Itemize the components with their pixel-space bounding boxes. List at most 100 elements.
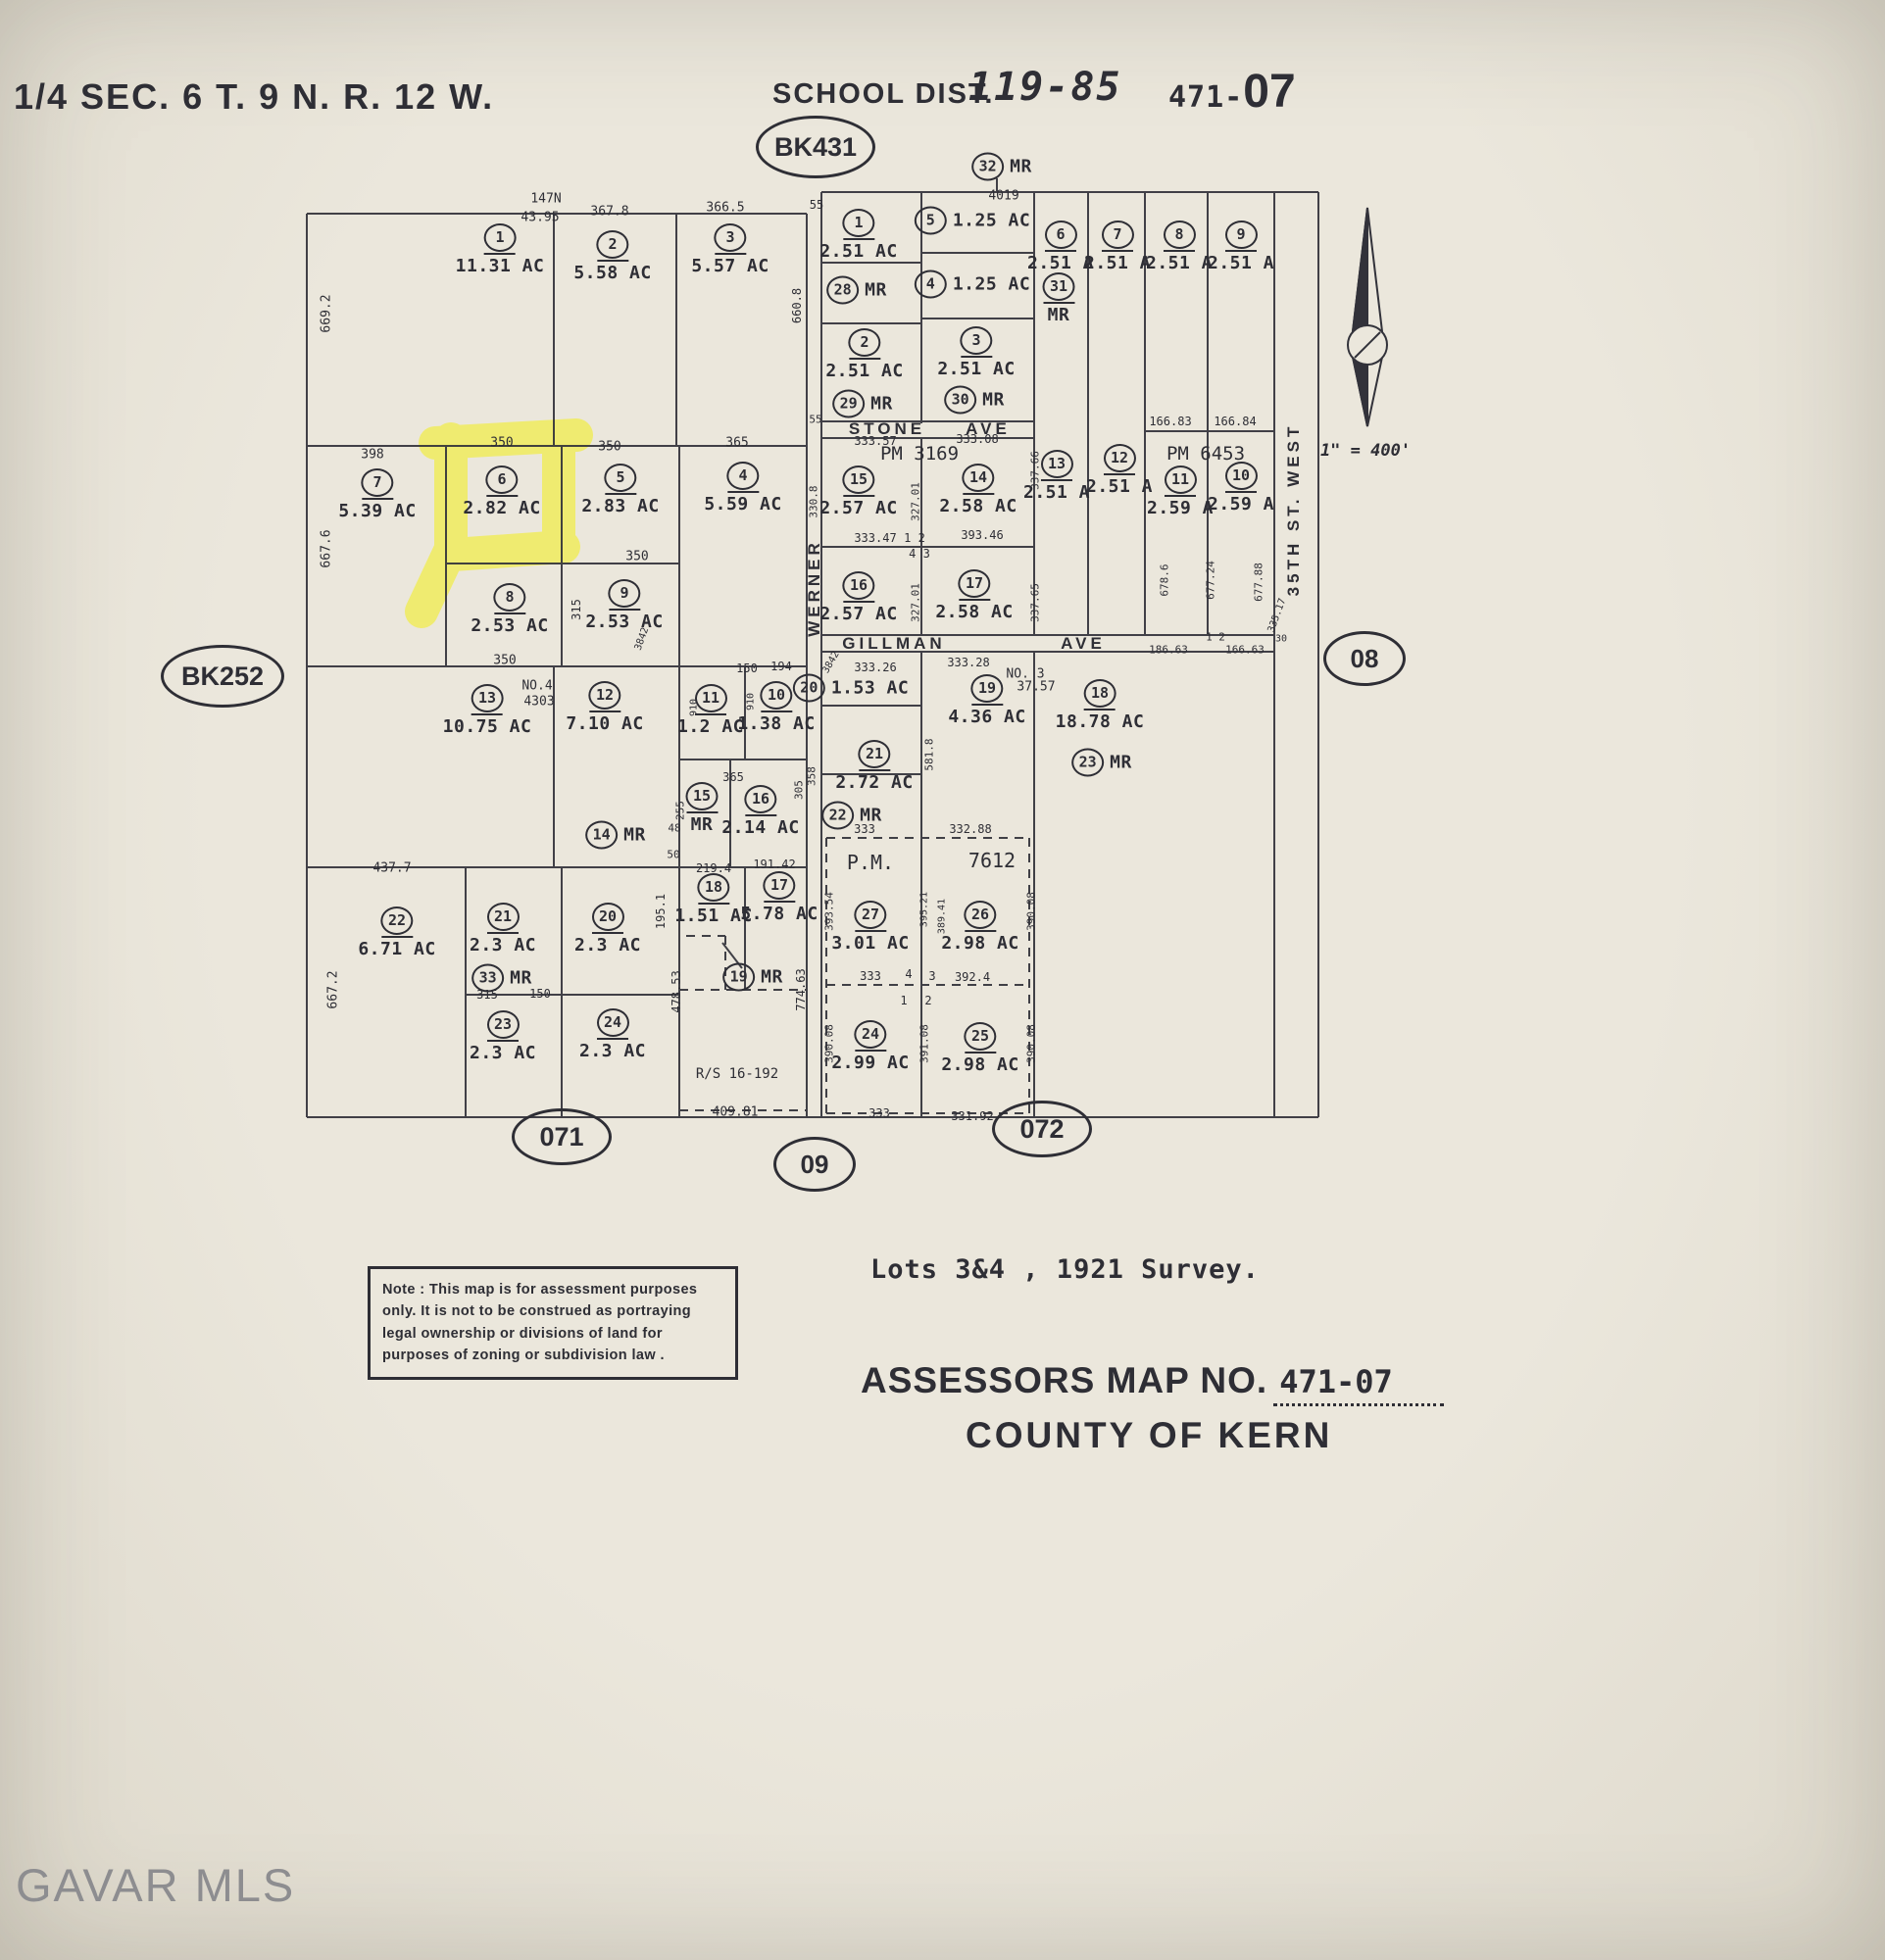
map-book-badge-072: 072 bbox=[992, 1101, 1092, 1157]
parcel-fraction-bar bbox=[1045, 250, 1076, 252]
parcel-fraction-bar bbox=[842, 601, 874, 603]
parcel-fraction-bar bbox=[1104, 473, 1135, 475]
parcel-area-label: 2.99 AC bbox=[831, 1053, 910, 1073]
parcel-area-label: 2.3 AC bbox=[469, 935, 537, 956]
parcel-fraction-bar bbox=[588, 710, 620, 712]
parcel-area-label: 2.59 A bbox=[1207, 494, 1275, 514]
assessors-map-number: 471-07 bbox=[1273, 1363, 1444, 1406]
parcel-number-circle: 5 bbox=[604, 464, 637, 492]
parcel-number-circle: 26 bbox=[964, 901, 997, 929]
dimension-label: 7612 bbox=[967, 849, 1017, 872]
dimension-label: 2 bbox=[924, 994, 932, 1007]
school-district-label: SCHOOL DIST. bbox=[772, 78, 995, 110]
parcel-number-circle: 28 bbox=[826, 275, 860, 305]
parcel-5: 5 2.83 AC bbox=[581, 464, 659, 516]
dimension-label: 55 bbox=[809, 413, 822, 426]
parcel-area-label: 5.78 AC bbox=[740, 904, 818, 924]
parcel-area-label: 2.83 AC bbox=[581, 496, 660, 516]
parcel-area-label: 2.3 AC bbox=[578, 1041, 647, 1061]
dimension-label: 333 bbox=[854, 822, 875, 836]
parcel-area-label: 2.3 AC bbox=[469, 1043, 537, 1063]
dimension-label: 350 bbox=[625, 549, 649, 564]
parcel-fraction-bar bbox=[1041, 479, 1072, 481]
map-book-badge-09: 09 bbox=[773, 1137, 856, 1192]
parcel-fraction-bar bbox=[964, 930, 996, 932]
dimension-label: 409.81 bbox=[712, 1104, 759, 1120]
parcel-area-label: 10.75 AC bbox=[442, 716, 532, 737]
watermark-gavar-mls: GAVAR MLS bbox=[16, 1859, 296, 1911]
parcel-number-circle: 27 bbox=[854, 901, 887, 929]
dimension-label: 43.95 bbox=[521, 210, 560, 225]
parcel-number-circle: 11 bbox=[694, 684, 727, 712]
parcel-fraction-bar bbox=[854, 1050, 886, 1052]
dimension-label: 581.8 bbox=[922, 738, 936, 771]
dimension-label: 398 bbox=[361, 447, 384, 463]
dimension-label: 366.5 bbox=[706, 200, 745, 216]
note-line: legal ownership or divisions of land for bbox=[382, 1325, 663, 1342]
dimension-label: 55 bbox=[809, 198, 824, 212]
parcel-number-circle: 23 bbox=[486, 1010, 520, 1039]
dimension-label: 333.26 bbox=[854, 661, 897, 674]
dimension-label: 350 bbox=[598, 439, 621, 455]
dimension-label: 669.2 bbox=[319, 294, 334, 333]
parcel-fraction-bar bbox=[763, 901, 795, 903]
parcel-number-circle: 29 bbox=[832, 389, 866, 418]
parcel-area-label: 2.51 A bbox=[1207, 253, 1275, 273]
parcel-fraction-bar bbox=[487, 1040, 519, 1042]
parcel-area-label: MR bbox=[690, 814, 714, 835]
dimension-label: 315 bbox=[570, 599, 583, 620]
parcel-area-label: 5.59 AC bbox=[704, 494, 782, 514]
parcel-number-circle: 21 bbox=[486, 903, 520, 931]
street-label-ave: AVE bbox=[1061, 634, 1106, 653]
parcel-area-label: 2.51 A bbox=[1083, 253, 1152, 273]
note-line: Note : This map is for assessment purpos… bbox=[382, 1282, 698, 1298]
dimension-label: 166.84 bbox=[1214, 415, 1257, 428]
dimension-label: 332.88 bbox=[949, 822, 992, 836]
dimension-label: 390.08 bbox=[1024, 1024, 1038, 1063]
parcel-area-label: 3.01 AC bbox=[831, 933, 910, 954]
parcel-area-label: 2.51 A bbox=[1022, 482, 1091, 503]
parcel-area-label: 2.59 A bbox=[1146, 498, 1215, 518]
dimension-label: 774.63 bbox=[794, 968, 808, 1011]
dimension-label: 358 bbox=[805, 766, 818, 786]
parcel-area-label: MR bbox=[982, 389, 1005, 411]
dimension-label: 678.6 bbox=[1158, 564, 1171, 597]
parcel-fraction-bar bbox=[1225, 491, 1257, 493]
dimension-label: 350 bbox=[493, 653, 517, 668]
parcel-number-circle: 4 bbox=[726, 462, 760, 490]
parcel-area-label: MR bbox=[510, 967, 532, 989]
parcel-fraction-bar bbox=[842, 238, 874, 240]
parcel-number-circle: 7 bbox=[361, 468, 394, 497]
dimension-label: 195.1 bbox=[654, 893, 668, 930]
parcel-area-label: MR bbox=[761, 966, 783, 988]
parcel-fraction-bar bbox=[858, 769, 890, 771]
dimension-label: 333.47 bbox=[854, 531, 897, 545]
parcel-area-label: 2.51 A bbox=[1026, 253, 1095, 273]
parcel-number-circle: 12 bbox=[1103, 444, 1136, 472]
parcel-number-circle: 18 bbox=[1083, 679, 1116, 708]
parcel-area-label: 2.3 AC bbox=[573, 935, 642, 956]
parcel-number-circle: 10 bbox=[760, 681, 793, 710]
parcel-area-label: 5.57 AC bbox=[691, 256, 769, 276]
parcel-area-label: MR bbox=[860, 805, 882, 826]
parcel-number-circle: 15 bbox=[842, 466, 875, 494]
parcel-area-label: 2.58 AC bbox=[939, 496, 1017, 516]
street-label-gillman: GILLMAN bbox=[842, 634, 946, 653]
